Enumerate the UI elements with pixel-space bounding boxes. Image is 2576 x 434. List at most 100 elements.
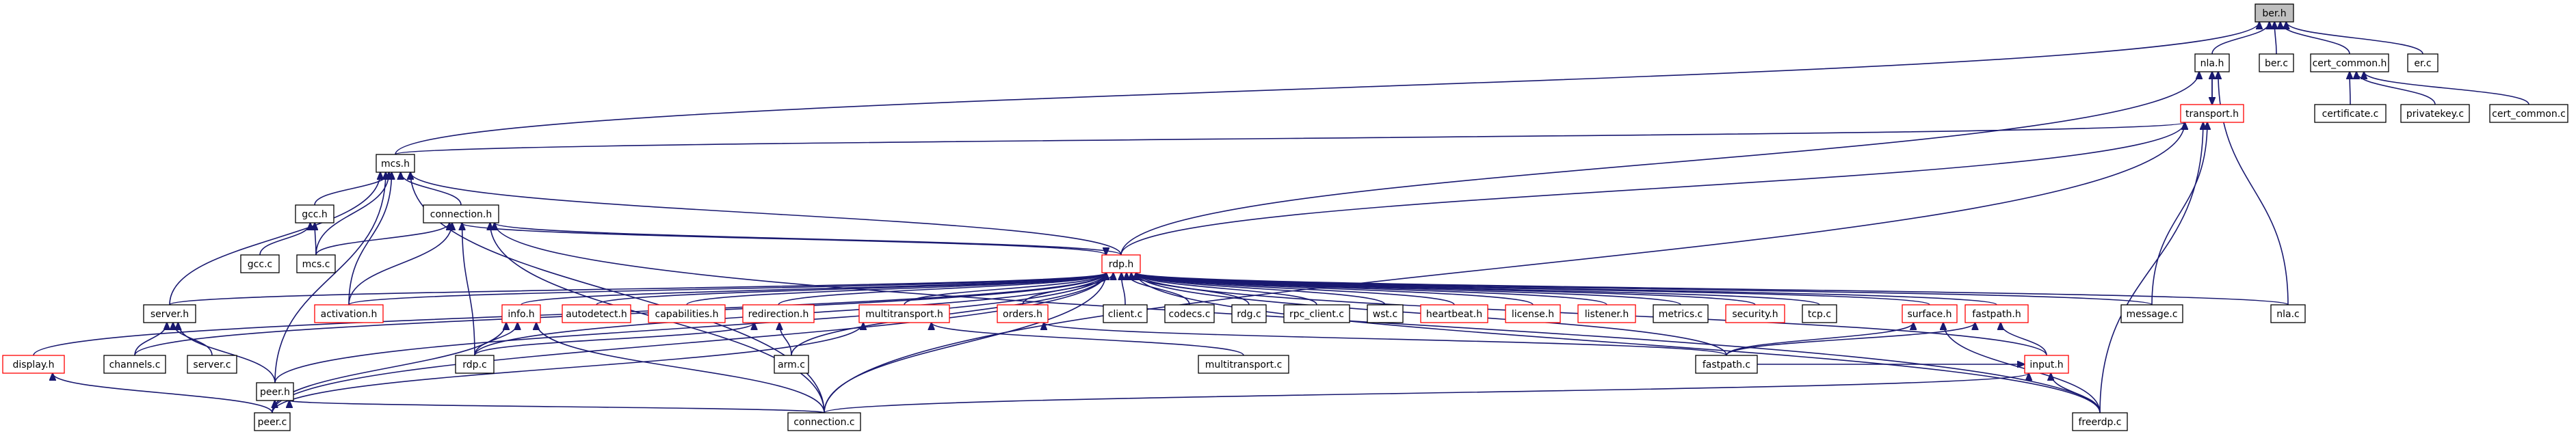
node-gcc-h[interactable]: gcc.h bbox=[295, 204, 334, 223]
node-orders-h[interactable]: orders.h bbox=[997, 304, 1049, 323]
node-label: server.h bbox=[150, 309, 189, 320]
node-multitransport-h[interactable]: multitransport.h bbox=[858, 304, 950, 323]
edge-er-c-to-ber-h bbox=[2286, 22, 2423, 55]
node-multitransport-c[interactable]: multitransport.c bbox=[1198, 355, 1289, 374]
edge-redirection-h-to-rdp-h bbox=[778, 273, 1106, 306]
edge-ber-c-to-ber-h bbox=[2274, 22, 2276, 55]
node-label: multitransport.c bbox=[1205, 360, 1283, 370]
edge-privatekey-c-to-cert-common-h bbox=[2356, 72, 2436, 105]
node-label: fastpath.h bbox=[1972, 309, 2021, 320]
edge-client-c-to-rdp-h bbox=[1121, 273, 1126, 306]
node-rdg-c[interactable]: rdg.c bbox=[1231, 304, 1267, 323]
node-rdp-h[interactable]: rdp.h bbox=[1101, 254, 1141, 273]
node-ber-h[interactable]: ber.h bbox=[2255, 3, 2294, 23]
node-autodetect-h[interactable]: autodetect.h bbox=[562, 304, 631, 323]
edge-mcs-c-to-connection-h bbox=[315, 223, 449, 256]
edge-multitransport-c-to-multitransport-h bbox=[932, 323, 1244, 356]
edge-peer-h-to-rdp-h bbox=[274, 273, 1106, 383]
node-surface-h[interactable]: surface.h bbox=[1902, 304, 1958, 323]
node-channels-c[interactable]: channels.c bbox=[103, 355, 166, 374]
edge-server-h-to-rdp-h bbox=[169, 273, 1106, 306]
node-box bbox=[376, 154, 415, 173]
node-label: info.h bbox=[508, 309, 534, 320]
node-label: message.c bbox=[2126, 309, 2177, 320]
node-mcs-c[interactable]: mcs.c bbox=[296, 254, 336, 273]
edge-connection-c-to-info-h bbox=[536, 323, 825, 413]
node-peer-c[interactable]: peer.c bbox=[254, 412, 291, 431]
node-label: security.h bbox=[1732, 309, 1778, 320]
node-security-h[interactable]: security.h bbox=[1725, 304, 1785, 323]
node-codecs-c[interactable]: codecs.c bbox=[1164, 304, 1215, 323]
node-label: peer.c bbox=[258, 417, 287, 428]
node-fastpath-c[interactable]: fastpath.c bbox=[1695, 355, 1758, 374]
node-info-h[interactable]: info.h bbox=[501, 304, 541, 323]
edge-peer-c-to-multitransport-h bbox=[272, 323, 863, 413]
node-activation-h[interactable]: activation.h bbox=[314, 304, 384, 323]
edge-wst-c-to-rdp-h bbox=[1136, 273, 1386, 306]
edge-connection-h-to-mcs-h bbox=[401, 172, 462, 206]
node-label: freerdp.c bbox=[2078, 417, 2121, 428]
node-box bbox=[296, 254, 336, 273]
node-wst-c[interactable]: wst.c bbox=[1367, 304, 1404, 323]
edge-connection-c-to-transport-h bbox=[824, 122, 2185, 413]
node-input-h[interactable]: input.h bbox=[2024, 355, 2069, 374]
node-server-h[interactable]: server.h bbox=[143, 304, 196, 323]
node-cert-common-h[interactable]: cert_common.h bbox=[2310, 53, 2389, 72]
node-nla-c[interactable]: nla.c bbox=[2270, 304, 2306, 323]
node-label: gcc.c bbox=[248, 259, 272, 270]
node-box bbox=[1695, 355, 1758, 374]
node-label: tcp.c bbox=[1808, 309, 1831, 320]
node-cert-common-c[interactable]: cert_common.c bbox=[2489, 104, 2568, 123]
node-label: nla.h bbox=[2200, 58, 2224, 69]
node-label: ber.c bbox=[2265, 58, 2288, 69]
node-label: gcc.h bbox=[302, 209, 328, 220]
node-label: surface.h bbox=[1907, 309, 1951, 320]
node-er-c[interactable]: er.c bbox=[2407, 53, 2439, 72]
node-freerdp-c[interactable]: freerdp.c bbox=[2072, 412, 2128, 431]
node-mcs-h[interactable]: mcs.h bbox=[376, 154, 415, 173]
node-label: activation.h bbox=[321, 309, 378, 320]
node-license-h[interactable]: license.h bbox=[1505, 304, 1561, 323]
node-message-c[interactable]: message.c bbox=[2120, 304, 2183, 323]
node-listener-h[interactable]: listener.h bbox=[1577, 304, 1636, 323]
node-label: cert_common.c bbox=[2492, 109, 2566, 120]
node-box bbox=[2314, 104, 2387, 123]
node-box bbox=[1802, 304, 1837, 323]
edge-heartbeat-h-to-rdp-h bbox=[1136, 273, 1455, 306]
node-box bbox=[2259, 53, 2294, 72]
node-redirection-h[interactable]: redirection.h bbox=[742, 304, 815, 323]
node-certificate-c[interactable]: certificate.c bbox=[2314, 104, 2387, 123]
node-server-c[interactable]: server.c bbox=[187, 355, 237, 374]
node-tcp-c[interactable]: tcp.c bbox=[1802, 304, 1837, 323]
node-peer-h[interactable]: peer.h bbox=[256, 382, 294, 401]
node-box bbox=[2407, 53, 2439, 72]
node-display-h[interactable]: display.h bbox=[2, 355, 65, 374]
node-ber-c[interactable]: ber.c bbox=[2259, 53, 2294, 72]
node-connection-h[interactable]: connection.h bbox=[423, 204, 499, 223]
node-label: peer.h bbox=[260, 387, 290, 398]
node-rpc-client-c[interactable]: rpc_client.c bbox=[1283, 304, 1350, 323]
node-metrics-c[interactable]: metrics.c bbox=[1653, 304, 1709, 323]
node-label: er.c bbox=[2414, 58, 2431, 69]
node-nla-h[interactable]: nla.h bbox=[2194, 53, 2230, 72]
node-client-c[interactable]: client.c bbox=[1103, 304, 1148, 323]
node-rdp-c[interactable]: rdp.c bbox=[455, 355, 495, 374]
node-capabilities-h[interactable]: capabilities.h bbox=[648, 304, 726, 323]
node-gcc-c[interactable]: gcc.c bbox=[240, 254, 280, 273]
node-heartbeat-h[interactable]: heartbeat.h bbox=[1420, 304, 1488, 323]
node-box bbox=[774, 355, 809, 374]
node-connection-c[interactable]: connection.c bbox=[787, 412, 861, 431]
node-label: connection.h bbox=[430, 209, 492, 220]
edge-connection-h-to-rdp-h bbox=[460, 222, 1106, 255]
node-arm-c[interactable]: arm.c bbox=[774, 355, 809, 374]
edge-multitransport-h-to-rdp-h bbox=[904, 273, 1106, 306]
edge-mcs-c-to-gcc-h bbox=[315, 223, 316, 256]
node-box bbox=[2310, 53, 2389, 72]
node-label: input.h bbox=[2029, 360, 2063, 370]
node-transport-h[interactable]: transport.h bbox=[2180, 104, 2244, 123]
node-label: rdp.h bbox=[1109, 259, 1134, 270]
node-box bbox=[1964, 304, 2029, 323]
node-fastpath-h[interactable]: fastpath.h bbox=[1964, 304, 2029, 323]
node-privatekey-c[interactable]: privatekey.c bbox=[2400, 104, 2470, 123]
edge-server-h-to-mcs-h bbox=[169, 172, 380, 306]
